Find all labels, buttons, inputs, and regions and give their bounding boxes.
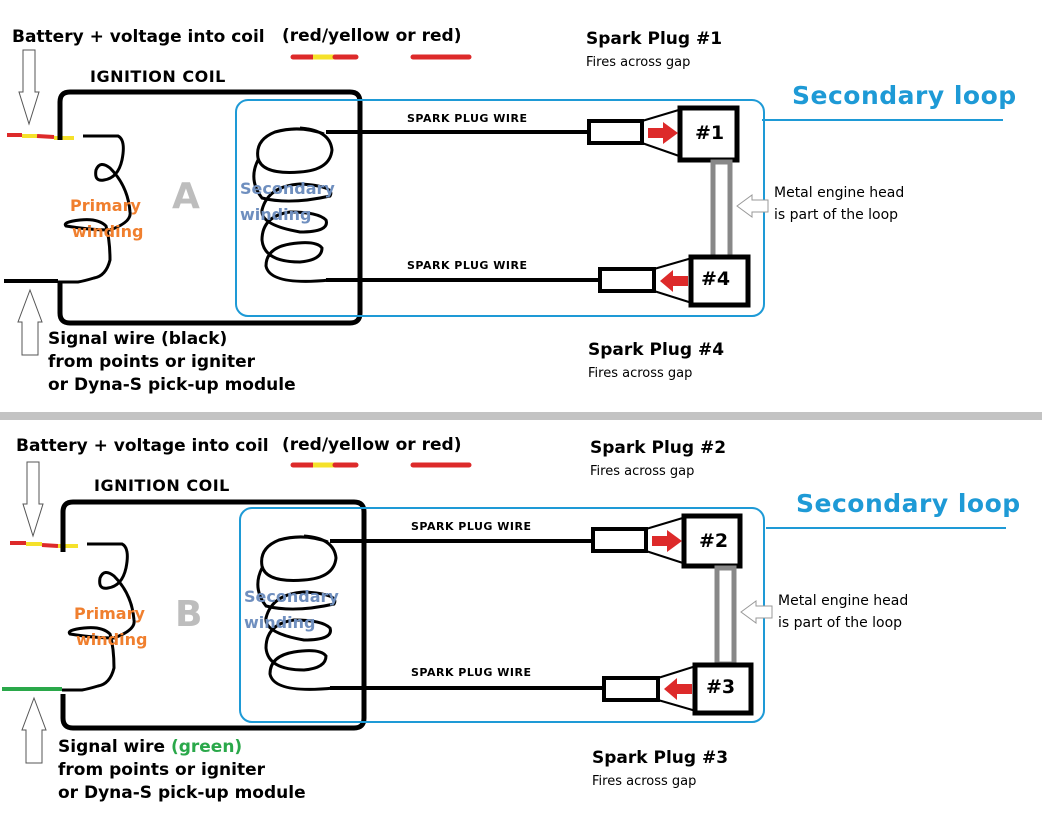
metal-engine-head (710, 159, 733, 261)
metal-engine-head (714, 565, 737, 667)
battery-wire (7, 133, 74, 140)
panel-letter: A (172, 176, 200, 217)
signal-label-line-1: Signal wire (black) (48, 328, 296, 351)
secondary-label-line-1: Secondary (244, 587, 339, 606)
ignition-coil-title: IGNITION COIL (94, 476, 230, 495)
engine-head-note-line-2: is part of the loop (778, 615, 903, 631)
up-arrow-icon (17, 288, 43, 356)
secondary-winding-label: Secondary winding (244, 584, 339, 636)
spark-plug-number-top: #1 (695, 122, 725, 144)
spark-direction-arrow-1 (648, 122, 678, 144)
battery-voltage-label: Battery + voltage into coil (12, 27, 265, 47)
signal-label-line-2: from points or igniter (58, 760, 265, 780)
spark-plug-box-2 (681, 513, 743, 569)
signal-label-prefix: Signal wire (58, 737, 171, 757)
spark-plug-box-3 (692, 662, 754, 716)
engine-head-note-line-2: is part of the loop (774, 207, 899, 223)
spark-plug-boot-3 (602, 676, 660, 702)
signal-label-line-3: or Dyna-S pick-up module (48, 375, 296, 395)
spark-plug-boot-1 (587, 119, 644, 145)
spark-plug-title-top: Spark Plug #2 (590, 438, 727, 458)
secondary-label-line-1: Secondary (240, 179, 335, 198)
spark-plug-boot-4 (598, 267, 656, 293)
spark-plug-wire-label-bottom: SPARK PLUG WIRE (411, 666, 532, 679)
ignition-coil-outline (57, 89, 363, 326)
down-arrow-icon (18, 49, 40, 126)
panel-a-drawing (4, 49, 1003, 356)
signal-label-line-3: or Dyna-S pick-up module (58, 783, 306, 803)
battery-voltage-label: Battery + voltage into coil (16, 436, 269, 456)
engine-head-note: Metal engine head is part of the loop (774, 182, 904, 226)
spark-plug-box-4 (688, 254, 751, 308)
diagram-panel-a: Battery + voltage into coil (red/yellow … (4, 26, 1017, 397)
primary-winding-label: Primary winding (74, 601, 147, 653)
ignition-coil-outline (60, 499, 367, 731)
secondary-loop-title: Secondary loop (792, 81, 1017, 110)
spark-plug-subtitle-bottom: Fires across gap (588, 366, 693, 381)
panel-b-drawing (2, 461, 1006, 764)
spark-plug-boot-2 (591, 527, 648, 553)
primary-label-line-2: winding (72, 222, 144, 241)
signal-wire-label: Signal wire (green) from points or ignit… (58, 736, 306, 805)
plug-insulator-4 (653, 257, 693, 304)
primary-winding-coil (58, 134, 132, 284)
signal-label-line-1: Signal wire (green) (58, 736, 306, 759)
wire-color-note: (red/yellow or red) (282, 435, 462, 455)
battery-wire (10, 541, 78, 548)
engine-head-note-line-1: Metal engine head (778, 593, 909, 609)
plug-insulator-3 (657, 665, 697, 712)
ignition-coil-title: IGNITION COIL (90, 67, 226, 86)
spark-plug-number-top: #2 (699, 530, 729, 552)
engine-head-note-line-1: Metal engine head (774, 185, 905, 201)
plug-insulator-1 (641, 108, 683, 158)
primary-label-line-1: Primary (74, 604, 145, 623)
signal-wire-color-label: (green) (170, 737, 243, 757)
up-arrow-icon (21, 696, 47, 764)
signal-label-line-2: from points or igniter (48, 352, 255, 372)
spark-direction-arrow-2 (652, 530, 682, 552)
panel-divider (0, 412, 1042, 420)
spark-direction-arrow-4 (660, 270, 688, 292)
primary-winding-coil (62, 542, 136, 692)
signal-wire-label: Signal wire (black) from points or ignit… (48, 328, 296, 397)
signal-wire-color-label: (black) (160, 329, 228, 349)
engine-head-note: Metal engine head is part of the loop (778, 590, 908, 634)
spark-plug-box-1 (677, 105, 740, 163)
secondary-loop-title: Secondary loop (796, 489, 1021, 518)
secondary-winding-label: Secondary winding (240, 176, 335, 228)
signal-label-prefix: Signal wire (48, 329, 161, 349)
left-arrow-icon (736, 194, 769, 218)
spark-plug-number-bottom: #3 (706, 676, 736, 698)
primary-label-line-1: Primary (70, 196, 141, 215)
spark-plug-subtitle-bottom: Fires across gap (592, 774, 697, 789)
secondary-label-line-2: winding (244, 613, 316, 632)
panel-letter: B (175, 594, 203, 635)
secondary-winding-coil (252, 126, 334, 283)
wire-color-note: (red/yellow or red) (282, 26, 462, 46)
plug-insulator-2 (645, 516, 687, 565)
spark-plug-title-top: Spark Plug #1 (586, 29, 723, 49)
spark-plug-wire-label-top: SPARK PLUG WIRE (407, 112, 528, 125)
primary-label-line-2: winding (76, 630, 148, 649)
primary-winding-label: Primary winding (70, 193, 143, 245)
spark-plug-title-bottom: Spark Plug #3 (592, 748, 729, 768)
spark-plug-number-bottom: #4 (701, 268, 731, 290)
spark-plug-subtitle-top: Fires across gap (586, 55, 691, 70)
secondary-winding-coil (256, 534, 338, 691)
down-arrow-icon (22, 461, 44, 538)
diagram-panel-b: Battery + voltage into coil (red/yellow … (0, 408, 1042, 818)
spark-plug-subtitle-top: Fires across gap (590, 464, 695, 479)
left-arrow-icon (740, 600, 773, 624)
secondary-label-line-2: winding (240, 205, 312, 224)
spark-direction-arrow-3 (664, 678, 692, 700)
spark-plug-wire-label-top: SPARK PLUG WIRE (411, 520, 532, 533)
spark-plug-wire-label-bottom: SPARK PLUG WIRE (407, 259, 528, 272)
spark-plug-title-bottom: Spark Plug #4 (588, 340, 725, 360)
